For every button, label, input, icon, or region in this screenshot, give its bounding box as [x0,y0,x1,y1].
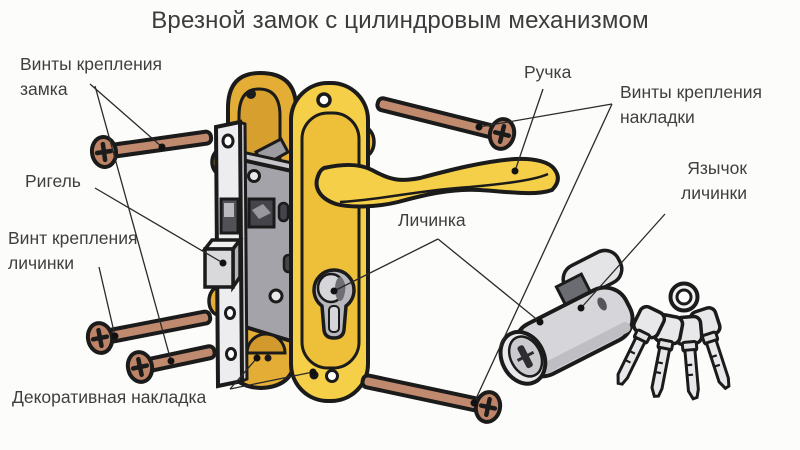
door-handle [314,156,560,209]
faceplate-hole-top [221,133,235,149]
screw-plate-bottom [360,373,503,424]
label-plate-screws: Винты крепления накладки [620,82,763,127]
keys-bunch [605,281,741,402]
label-cylinder-cam: Язычок личинки [681,158,747,203]
leader-dots [111,123,585,407]
lock-cylinder [498,248,635,386]
mortise-lock-body [240,150,303,362]
label-deadbolt: Ригель [25,171,81,191]
back-plate-top-hole [246,89,256,99]
label-cylinder: Личинка [398,210,466,230]
label-lock-screws: Винты крепления замка [20,54,163,99]
body-hole-bottom [268,288,284,304]
leader-lines [89,83,666,404]
screw-plate-top [375,96,517,151]
diagram-title: Врезной замок с цилиндровым механизмом [151,7,649,34]
screw-cylinder [85,309,213,355]
body-hole-top [247,169,261,183]
screw-lock-bottom [125,344,217,384]
label-handle: Ручка [524,62,572,82]
front-plate-bottom-hole-right [325,369,339,383]
front-plate [289,81,376,403]
escutcheon-dome [245,332,287,355]
faceplate [201,119,249,389]
label-cylinder-screw: Винт крепления личинки [8,228,138,273]
faceplate-hole-mid [224,306,236,320]
keyhole [312,268,356,340]
faceplate-hole-bottom [225,347,237,361]
screw-lock-top [89,129,214,169]
front-plate-top-hole [316,92,332,108]
label-decorative-plate: Декоративная накладка [12,387,207,407]
